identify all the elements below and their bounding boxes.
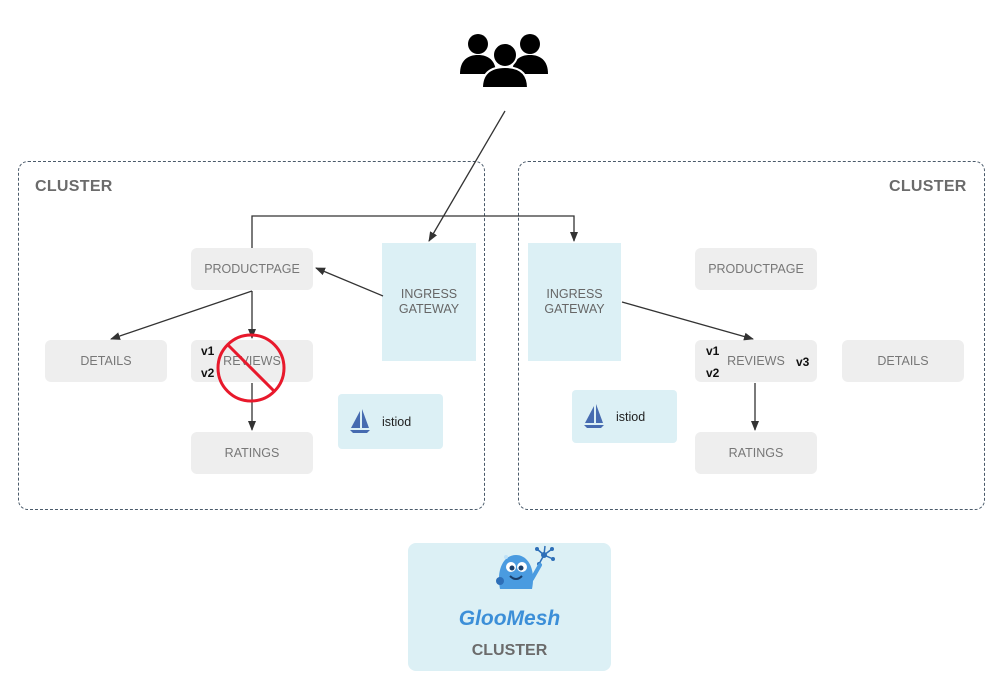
cluster-right	[518, 161, 985, 510]
left-productpage[interactable]: PRODUCTPAGE	[191, 248, 313, 290]
cluster-left	[18, 161, 485, 510]
left-istiod-label: istiod	[382, 414, 412, 429]
arrow-gateway-to-productpage	[315, 267, 384, 297]
right-reviews-label: REVIEWS	[727, 354, 785, 368]
arrow-users-to-left-gateway	[428, 110, 506, 242]
right-reviews-v3: v3	[796, 355, 810, 369]
cluster-left-label: CLUSTER	[35, 178, 113, 195]
left-reviews-v2: v2	[201, 366, 215, 380]
left-gateway-line2: GATEWAY	[398, 302, 460, 316]
istio-sail-icon	[584, 403, 604, 428]
right-istiod[interactable]: istiod	[572, 390, 677, 443]
right-reviews-v1: v1	[706, 344, 720, 358]
arrow-productpage-to-details	[110, 290, 253, 340]
management-cluster: GlooMesh CLUSTER	[408, 543, 611, 671]
left-details[interactable]: DETAILS	[45, 340, 167, 382]
right-reviews[interactable]: REVIEWS	[695, 340, 817, 382]
right-gateway-line1: INGRESS	[546, 287, 603, 301]
left-reviews-v1: v1	[201, 344, 215, 358]
cluster-right-label: CLUSTER	[889, 178, 967, 195]
left-reviews[interactable]: REVIEWS	[191, 340, 313, 382]
right-details[interactable]: DETAILS	[842, 340, 964, 382]
no-entry-icon	[216, 333, 286, 403]
arrow-productpage-to-remote-gateway	[251, 215, 578, 248]
gloo-mascot-icon	[496, 545, 555, 589]
arrow-right-gateway-to-reviews	[621, 301, 754, 341]
management-cluster-label: CLUSTER	[471, 642, 548, 659]
left-gateway-line1: INGRESS	[400, 287, 458, 301]
right-ratings[interactable]: RATINGS	[695, 432, 817, 474]
left-reviews-label: REVIEWS	[223, 354, 281, 368]
right-ingress-gateway[interactable]: INGRESS GATEWAY	[528, 243, 621, 361]
right-istiod-label: istiod	[616, 409, 646, 424]
left-istiod[interactable]: istiod	[338, 394, 443, 449]
gloo-mesh-logo-text: GlooMesh	[458, 607, 561, 630]
users-icon	[460, 34, 548, 89]
right-productpage[interactable]: PRODUCTPAGE	[695, 248, 817, 290]
left-ingress-gateway[interactable]: INGRESS GATEWAY	[382, 243, 476, 361]
left-ratings[interactable]: RATINGS	[191, 432, 313, 474]
istio-sail-icon	[350, 408, 370, 433]
right-gateway-line2: GATEWAY	[544, 302, 605, 316]
right-reviews-v2: v2	[706, 366, 720, 380]
